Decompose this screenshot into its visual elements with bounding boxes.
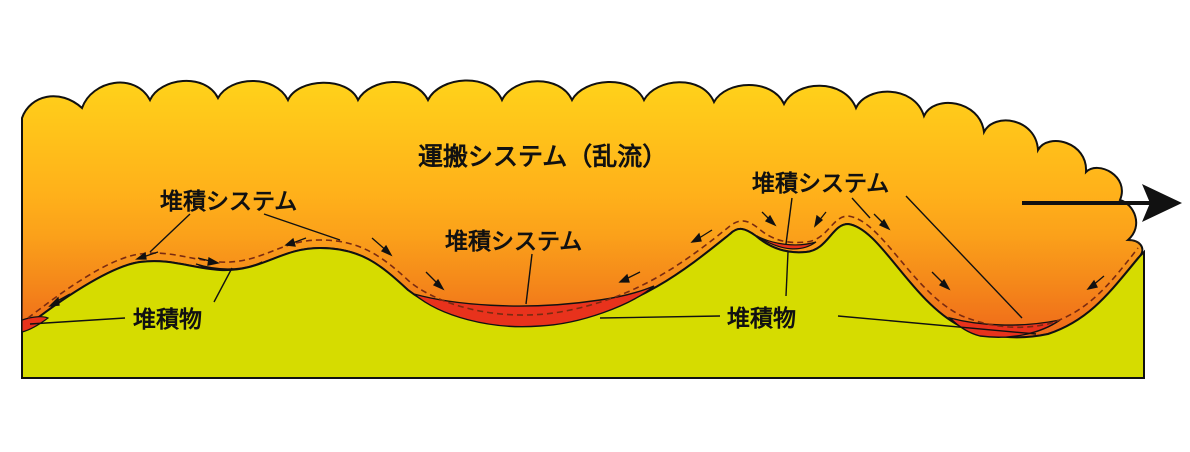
deposit-label-right: 堆積物 — [727, 305, 796, 332]
arrow-9 — [761, 211, 777, 227]
deposition-system-label-center: 堆積システム — [445, 229, 582, 255]
leader-dep-right-2 — [837, 315, 1037, 335]
arrow-4 — [284, 237, 307, 247]
arrow-1 — [48, 293, 71, 307]
leader-ds-left-2 — [263, 213, 341, 241]
transport-system-label: 運搬システム（乱流） — [418, 142, 667, 171]
arrow-7 — [618, 271, 641, 283]
arrow-2 — [135, 251, 159, 260]
leader-dep-left-2 — [213, 267, 233, 303]
arrow-12 — [931, 271, 951, 291]
arrow-3 — [197, 256, 220, 266]
leader-dep-mid — [785, 251, 789, 297]
leader-lines — [29, 195, 1037, 335]
arrow-11 — [873, 213, 891, 231]
bedflow-arrows — [48, 211, 1105, 307]
deposit-label-left: 堆積物 — [133, 306, 202, 333]
leader-ds-right-1 — [785, 197, 793, 245]
leader-ds-right-3 — [905, 195, 1023, 319]
arrow-8 — [690, 229, 713, 243]
deposition-system-label-right: 堆積システム — [752, 171, 889, 197]
leader-ds-right-2 — [851, 197, 871, 219]
arrow-5 — [371, 237, 393, 257]
deposit-lens-right-mid — [756, 235, 817, 250]
leader-ds-left-1 — [149, 213, 191, 253]
flow-direction-arrow — [1022, 184, 1182, 222]
flow-lower-band — [22, 224, 1140, 338]
deposition-system-label-left: 堆積システム — [160, 189, 297, 215]
leader-dep-right-1 — [599, 315, 721, 319]
arrow-13 — [1086, 275, 1105, 291]
deposit-lens-right — [947, 316, 1061, 338]
deposition-system-boundary — [27, 215, 1139, 329]
deposit-lens-center — [413, 285, 655, 328]
leader-dep-left-1 — [29, 317, 126, 325]
arrow-10 — [813, 211, 827, 228]
leader-ds-center — [525, 253, 533, 305]
deposit-lens-left — [195, 261, 263, 271]
arrow-6 — [425, 271, 445, 291]
